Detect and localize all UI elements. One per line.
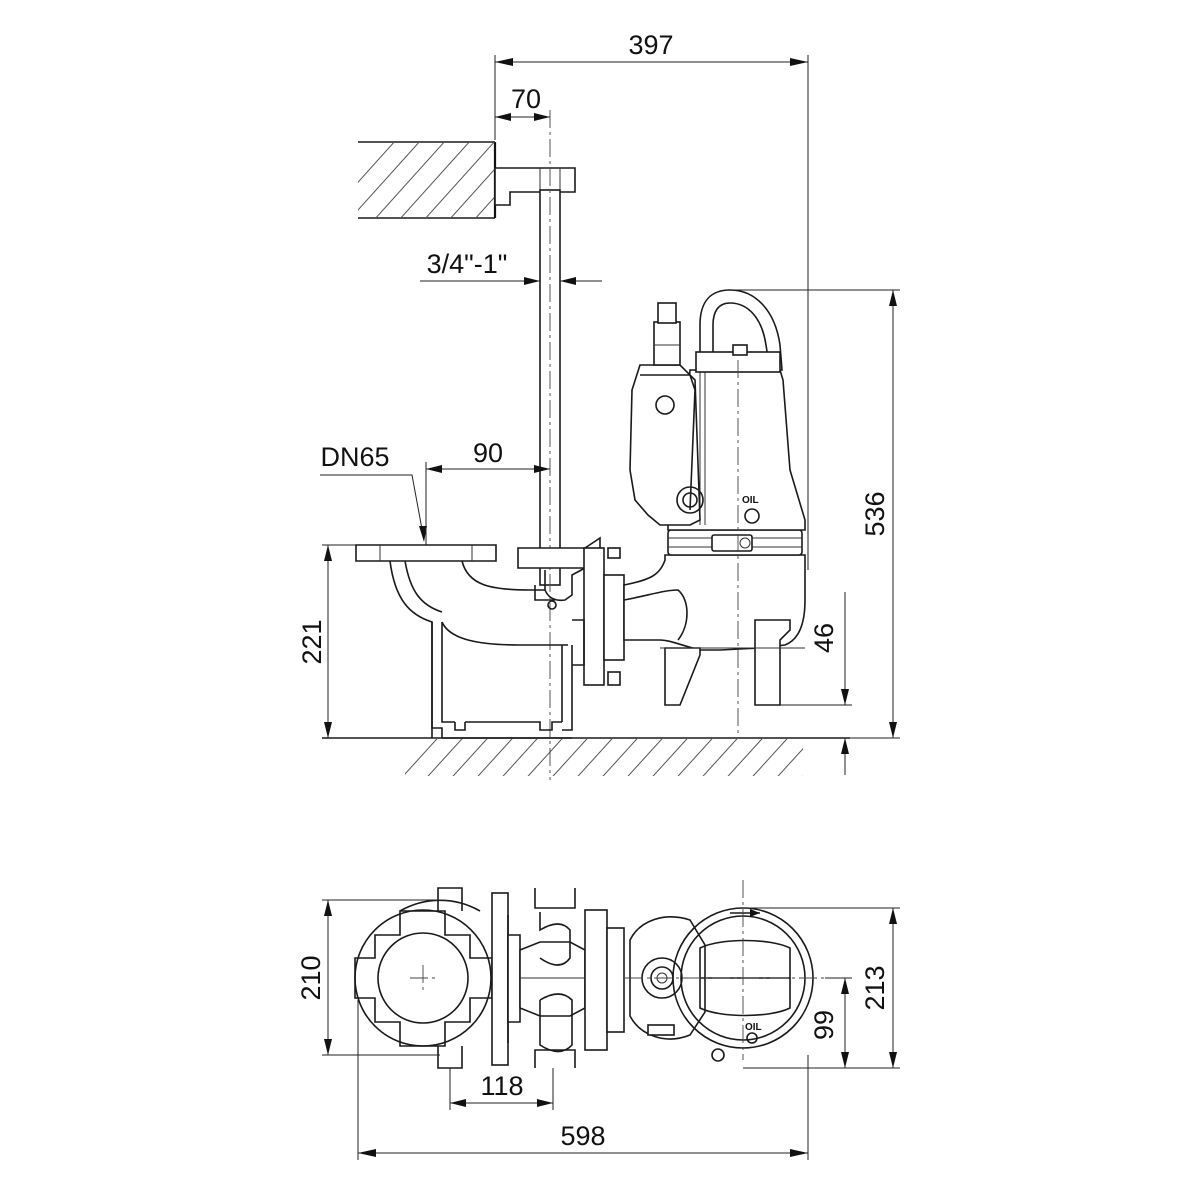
upper-guide-bracket bbox=[494, 167, 576, 206]
top-oil-label: OIL bbox=[745, 1022, 762, 1033]
dim-99: 99 bbox=[809, 1010, 839, 1040]
dim-guide-pipe: 3/4"-1" bbox=[427, 249, 508, 279]
pump-body: OIL bbox=[623, 289, 806, 735]
dim-90: 90 bbox=[473, 438, 503, 468]
floor-hatch bbox=[322, 737, 850, 776]
top-pump: OIL bbox=[625, 880, 830, 1062]
dim-210: 210 bbox=[296, 955, 326, 1000]
dim-118: 118 bbox=[480, 1071, 523, 1101]
side-view-dimensions: 397 70 3/4"-1" DN65 90 bbox=[297, 30, 900, 775]
dim-46: 46 bbox=[809, 623, 839, 653]
dim-221: 221 bbox=[297, 619, 327, 664]
top-view-dimensions: 210 118 598 213 bbox=[296, 899, 900, 1160]
top-coupling bbox=[491, 888, 625, 1068]
dim-dn65: DN65 bbox=[320, 442, 389, 472]
dim-70: 70 bbox=[511, 84, 541, 114]
dim-536: 536 bbox=[860, 491, 890, 536]
top-view: OIL 210 118 bbox=[296, 880, 900, 1160]
oil-label: OIL bbox=[742, 495, 759, 506]
dim-397: 397 bbox=[628, 30, 673, 60]
dim-213: 213 bbox=[860, 965, 890, 1010]
dim-598: 598 bbox=[560, 1121, 605, 1151]
top-flange bbox=[354, 887, 493, 1069]
guide-pipe bbox=[539, 110, 561, 780]
auto-coupling-base bbox=[355, 536, 625, 739]
side-view: OIL 397 bbox=[297, 30, 900, 780]
